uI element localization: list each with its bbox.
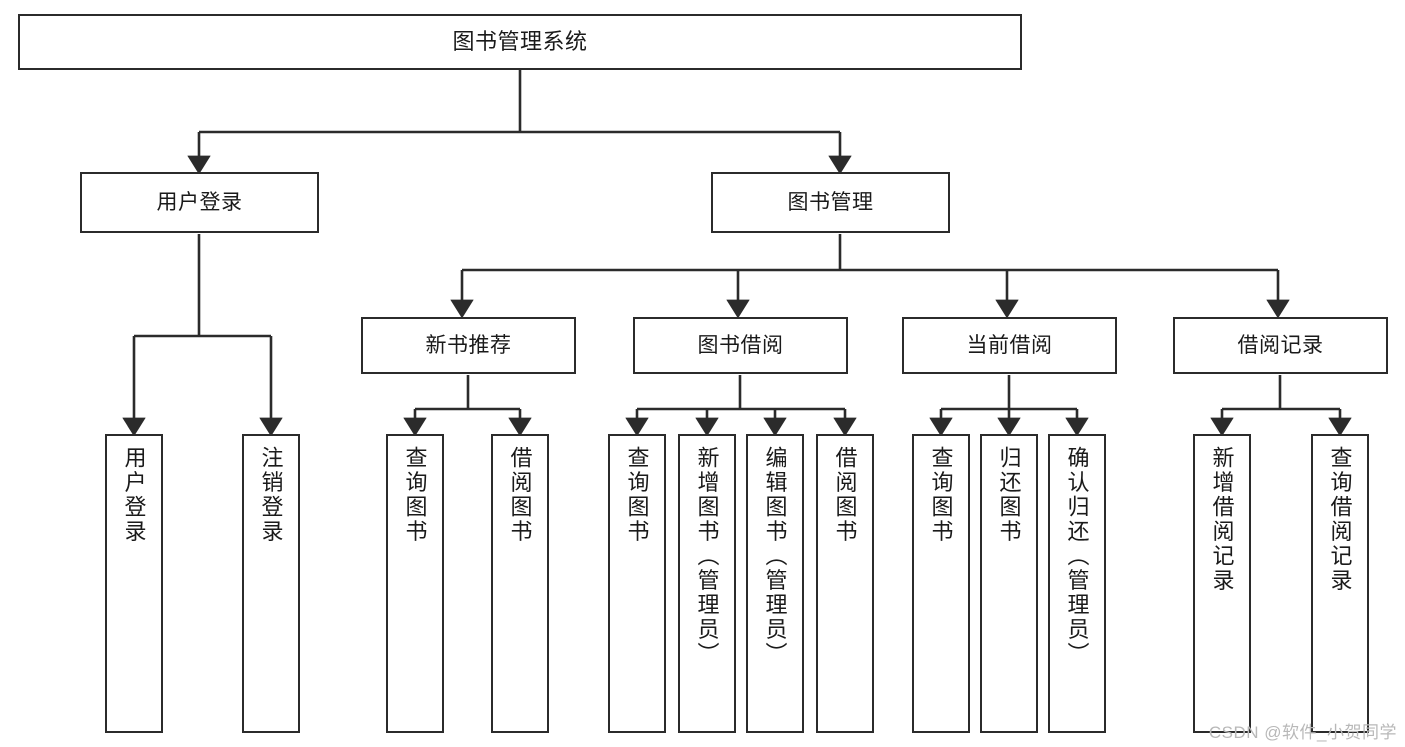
leaf-user-login-1[interactable]: 注销登录 — [242, 434, 300, 733]
node-current-borrowing[interactable]: 当前借阅 — [902, 317, 1117, 374]
node-label: 当前借阅 — [966, 333, 1053, 357]
node-user-login[interactable]: 用户登录 — [80, 172, 319, 233]
leaf-new-book-1[interactable]: 借阅图书 — [491, 434, 549, 733]
node-root-book-management-system[interactable]: 图书管理系统 — [18, 14, 1022, 70]
csdn-watermark: CSDN @软件_小贺同学 — [1208, 723, 1397, 742]
node-label: 图书管理 — [787, 190, 874, 214]
node-label: 查询图书 — [402, 446, 428, 544]
node-borrowing-record[interactable]: 借阅记录 — [1173, 317, 1388, 374]
node-label: 查询图书 — [624, 446, 650, 544]
leaf-borrow-book-1[interactable]: 新增图书（管理员） — [678, 434, 736, 733]
node-label: 注销登录 — [258, 446, 284, 544]
node-label: 新书推荐 — [425, 333, 512, 357]
node-label: 确认归还（管理员） — [1064, 446, 1090, 667]
node-book-borrowing[interactable]: 图书借阅 — [633, 317, 848, 374]
leaf-current-borrow-2[interactable]: 确认归还（管理员） — [1048, 434, 1106, 733]
node-label: 图书管理系统 — [452, 28, 588, 54]
node-label: 新增借阅记录 — [1209, 446, 1235, 593]
leaf-borrow-book-0[interactable]: 查询图书 — [608, 434, 666, 733]
leaf-new-book-0[interactable]: 查询图书 — [386, 434, 444, 733]
node-label: 查询图书 — [928, 446, 954, 544]
node-label: 编辑图书（管理员） — [762, 446, 788, 667]
node-book-management[interactable]: 图书管理 — [711, 172, 950, 233]
node-label: 新增图书（管理员） — [694, 446, 720, 667]
node-label: 用户登录 — [156, 190, 243, 214]
node-new-book-recommendation[interactable]: 新书推荐 — [361, 317, 576, 374]
leaf-borrow-record-1[interactable]: 查询借阅记录 — [1311, 434, 1369, 733]
node-label: 查询借阅记录 — [1327, 446, 1353, 593]
node-label: 借阅图书 — [832, 446, 858, 544]
leaf-current-borrow-1[interactable]: 归还图书 — [980, 434, 1038, 733]
leaf-user-login-0[interactable]: 用户登录 — [105, 434, 163, 733]
leaf-borrow-book-2[interactable]: 编辑图书（管理员） — [746, 434, 804, 733]
leaf-borrow-record-0[interactable]: 新增借阅记录 — [1193, 434, 1251, 733]
node-label: 借阅记录 — [1237, 333, 1324, 357]
node-label: 借阅图书 — [507, 446, 533, 544]
node-label: 图书借阅 — [697, 333, 784, 357]
node-label: 用户登录 — [121, 446, 147, 544]
leaf-current-borrow-0[interactable]: 查询图书 — [912, 434, 970, 733]
node-label: 归还图书 — [996, 446, 1022, 544]
leaf-borrow-book-3[interactable]: 借阅图书 — [816, 434, 874, 733]
